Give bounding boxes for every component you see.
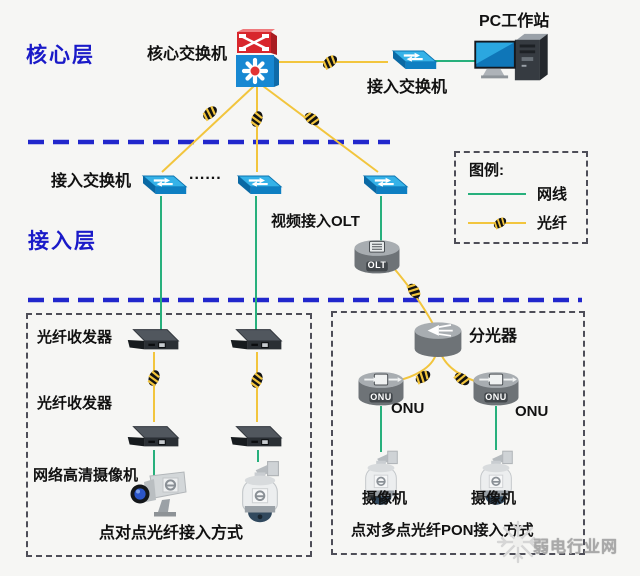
legend-fiber-label: 光纤 [537, 215, 568, 232]
onu-right-icon [471, 370, 521, 410]
fiber-lines [153, 61, 482, 422]
access-switch-top-icon [391, 49, 438, 71]
pon-box [331, 311, 585, 555]
legend-item-ethernet: 网线 [466, 183, 567, 204]
pc-workstation-label: PC工作站 [479, 13, 550, 30]
camera-right-label: 摄像机 [471, 490, 517, 507]
transceiver-label-bottom: 光纤收发器 [37, 395, 113, 412]
video-olt-label: 视频接入OLT [271, 213, 360, 230]
transceiver-bottom-right-icon [230, 426, 282, 447]
splitter-icon [412, 320, 464, 362]
legend: 图例: 网线 光纤 [454, 151, 588, 244]
ethernet-line-swatch [468, 192, 526, 195]
watermark-text: 弱电行业网 [533, 539, 619, 556]
hd-camera-label: 网络高清摄像机 [33, 467, 139, 484]
camera-left-label: 摄像机 [362, 490, 408, 507]
legend-title: 图例: [469, 162, 504, 179]
access-switch-1-icon [141, 174, 188, 196]
access-switch-row-label: 接入交换机 [51, 173, 132, 190]
p2p-fiber-box [26, 313, 312, 557]
transceiver-top-left-icon [127, 329, 179, 350]
pc-workstation-icon [474, 33, 548, 81]
access-switch-3-icon [362, 174, 409, 196]
legend-item-fiber: 光纤 [466, 212, 567, 233]
splitter-label: 分光器 [469, 328, 518, 345]
core-switch-icon [234, 29, 280, 89]
p2p-caption: 点对点光纤接入方式 [99, 525, 244, 542]
ethernet-lines [153, 60, 497, 480]
onu-right-label: ONU [515, 403, 549, 420]
access-switch-top-label: 接入交换机 [367, 79, 448, 96]
transceiver-bottom-left-icon [127, 426, 179, 447]
onu-left-device-text: ONU [370, 392, 392, 402]
ellipsis-label: ...... [189, 166, 222, 183]
fiber-line-swatch [468, 213, 526, 231]
onu-left-label: ONU [391, 400, 425, 417]
pon-caption: 点对多点光纤PON接入方式 [351, 522, 534, 539]
olt-device-text: OLT [367, 260, 387, 270]
core-layer-label: 核心层 [26, 44, 95, 67]
core-switch-label: 核心交换机 [147, 46, 228, 63]
access-switch-2-icon [236, 174, 283, 196]
olt-icon [352, 238, 402, 278]
dome-camera-left-box-icon [241, 460, 280, 524]
onu-right-device-text: ONU [485, 392, 507, 402]
transceiver-label-top: 光纤收发器 [37, 329, 113, 346]
transceiver-top-right-icon [230, 329, 282, 350]
access-layer-label: 接入层 [28, 230, 97, 253]
legend-ethernet-label: 网线 [537, 186, 568, 203]
